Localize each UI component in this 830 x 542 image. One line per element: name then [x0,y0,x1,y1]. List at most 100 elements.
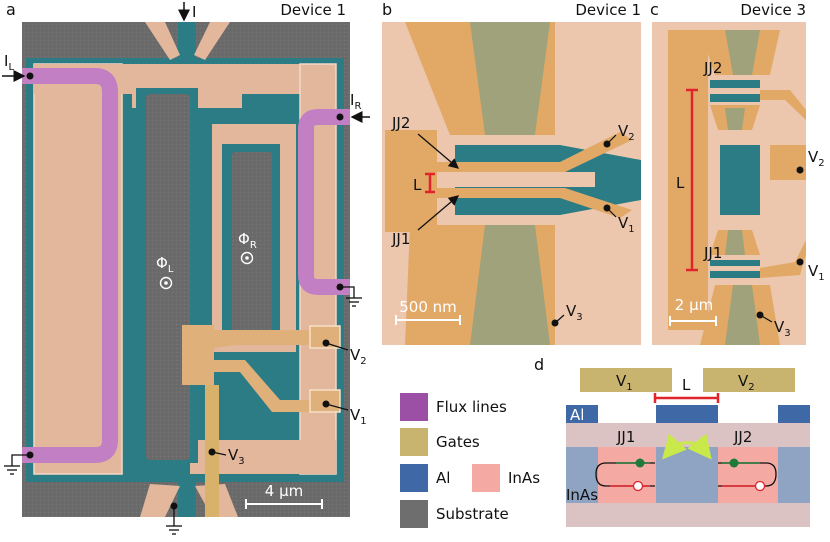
panel-c-dot-v1 [796,258,804,266]
panel-d-loop-1 [595,462,655,487]
panel-d-inas-label: InAs [566,486,598,504]
panel-c-oxide-mid-top [725,108,745,130]
panel-a-loop-right-hole [232,152,272,338]
panel-d-loop-2 [718,462,777,487]
panel-d-letter: d [534,355,544,374]
panel-b-oxide-top [470,22,550,135]
legend-label-flux: Flux lines [436,398,507,416]
panel-b-line-v3 [554,314,565,324]
legend: Flux lines Gates Al InAs Substrate [400,393,540,528]
panel-d-gate-2-label: V2 [738,372,755,393]
panel-b-jj2: JJ2 [391,114,410,132]
legend-swatch-inas [472,464,500,492]
panel-c-gate-v3-label: V3 [774,318,791,339]
panel-a-flux-left-dot [164,281,168,285]
panel-d: d V1 V2 L Al InAs JJ1 JJ2 [534,355,810,527]
panel-c-gate-block [668,30,708,330]
panel-a-flux-right-symbol [240,251,254,265]
panel-a-title: Device 1 [280,1,346,19]
panel-a: a Device 1 I IL IR ΦL ΦR [2,0,370,535]
panel-b-film-mid [455,172,595,187]
panel-a-current-right: IR [350,91,361,112]
panel-b-gate-v3-label: V3 [566,302,583,323]
panel-a-flux-right: ΦR [238,230,257,251]
panel-c: c Device 3 JJ2 JJ1 L V2 V1 V3 2 μm [650,0,825,345]
panel-b-oxide-bottom [470,225,550,345]
legend-label-substrate: Substrate [436,505,509,523]
panel-a-gate-v2-lead [214,330,320,348]
panel-a-gate-v3: V3 [228,446,245,467]
panel-d-gate-1-label: V1 [616,372,633,393]
panel-c-aluminium-mid [720,145,760,215]
panel-a-pad-v2 [309,325,341,349]
panel-a-top-lead-left [145,22,180,60]
panel-a-line-v1 [325,403,349,411]
panel-b-gate-left [385,130,437,232]
panel-d-jj2: JJ2 [733,428,752,446]
legend-label-gates: Gates [436,433,480,451]
panel-c-oxide-top [725,30,760,75]
panel-a-gate-v1: V1 [350,406,367,427]
panel-b-jj2-arrow [417,133,459,169]
panel-c-jj1-film [710,266,760,271]
panel-c-jj1: JJ1 [703,244,722,262]
panel-d-electron-2 [729,458,739,468]
panel-b-letter: b [382,0,392,19]
panel-a-current-top: I [192,3,196,21]
panel-a-line-v2 [325,342,349,351]
panel-d-gate-2 [703,368,795,392]
panel-c-oxide-bottom [725,285,760,345]
panel-c-gate-v2-label: V2 [808,148,825,169]
panel-c-letter: c [650,0,659,19]
panel-b-length: L [413,176,422,194]
panel-a-flux-line-right [298,109,350,295]
legend-label-inas: InAs [508,469,540,487]
panel-a-bottom-lead [178,480,196,517]
panel-c-dot-v2 [796,166,804,174]
panel-c-jj2-film [710,88,760,94]
panel-d-inas-right [778,447,810,503]
panel-c-title: Device 3 [740,1,806,19]
panel-b-gate-v1-label: V1 [618,214,635,235]
panel-a-gate-v2: V2 [350,346,367,367]
panel-a-loop-left-hole [146,94,190,460]
panel-c-gate-v2-lead [760,90,806,120]
panel-d-hole-1 [632,480,644,492]
panel-c-gate-v1-label: V1 [808,262,825,283]
panel-d-al-right [778,405,810,423]
legend-swatch-flux [400,393,428,421]
panel-a-flux-right-dot [245,256,249,260]
panel-d-inas-mid [656,447,718,503]
panel-a-flux-left-symbol [159,276,173,290]
legend-label-al: Al [436,469,450,487]
panel-d-hole-2 [754,480,766,492]
panel-a-flux-line-left [22,68,118,463]
panel-d-length: L [682,376,691,394]
panel-a-bottom-lead-left [140,484,180,517]
panel-b-gate-v2-label: V2 [618,122,635,143]
panel-d-gate-1 [580,368,672,392]
panel-a-ground-bottom [166,502,182,535]
panel-b-scalebar-label: 500 nm [399,298,457,316]
panel-a-ground-left [4,451,34,475]
panel-a-ground-right [336,283,362,307]
panel-c-oxide-mid-bottom [725,230,745,255]
panel-b-line-v1 [606,207,617,218]
panel-c-gate-v1-lead [760,240,806,278]
panel-d-al-label: Al [570,406,584,424]
panel-a-line-v3 [211,451,227,456]
panel-a-letter: a [6,0,16,19]
panel-a-top-lead-right [194,22,230,60]
panel-c-line-v3 [759,314,773,323]
legend-swatch-al [400,464,428,492]
panel-c-jj2: JJ2 [703,59,722,77]
panel-b-title: Device 1 [575,1,641,19]
legend-swatch-gates [400,428,428,456]
panel-a-current-left: IL [4,52,14,73]
panel-d-jj1: JJ1 [616,428,635,446]
panel-a-gate-v1-lead [214,360,322,412]
panel-d-coupling-arrow [662,433,712,460]
panel-d-al-left [566,405,598,423]
panel-a-top-lead [178,22,196,62]
panel-a-dot-right [336,113,344,121]
